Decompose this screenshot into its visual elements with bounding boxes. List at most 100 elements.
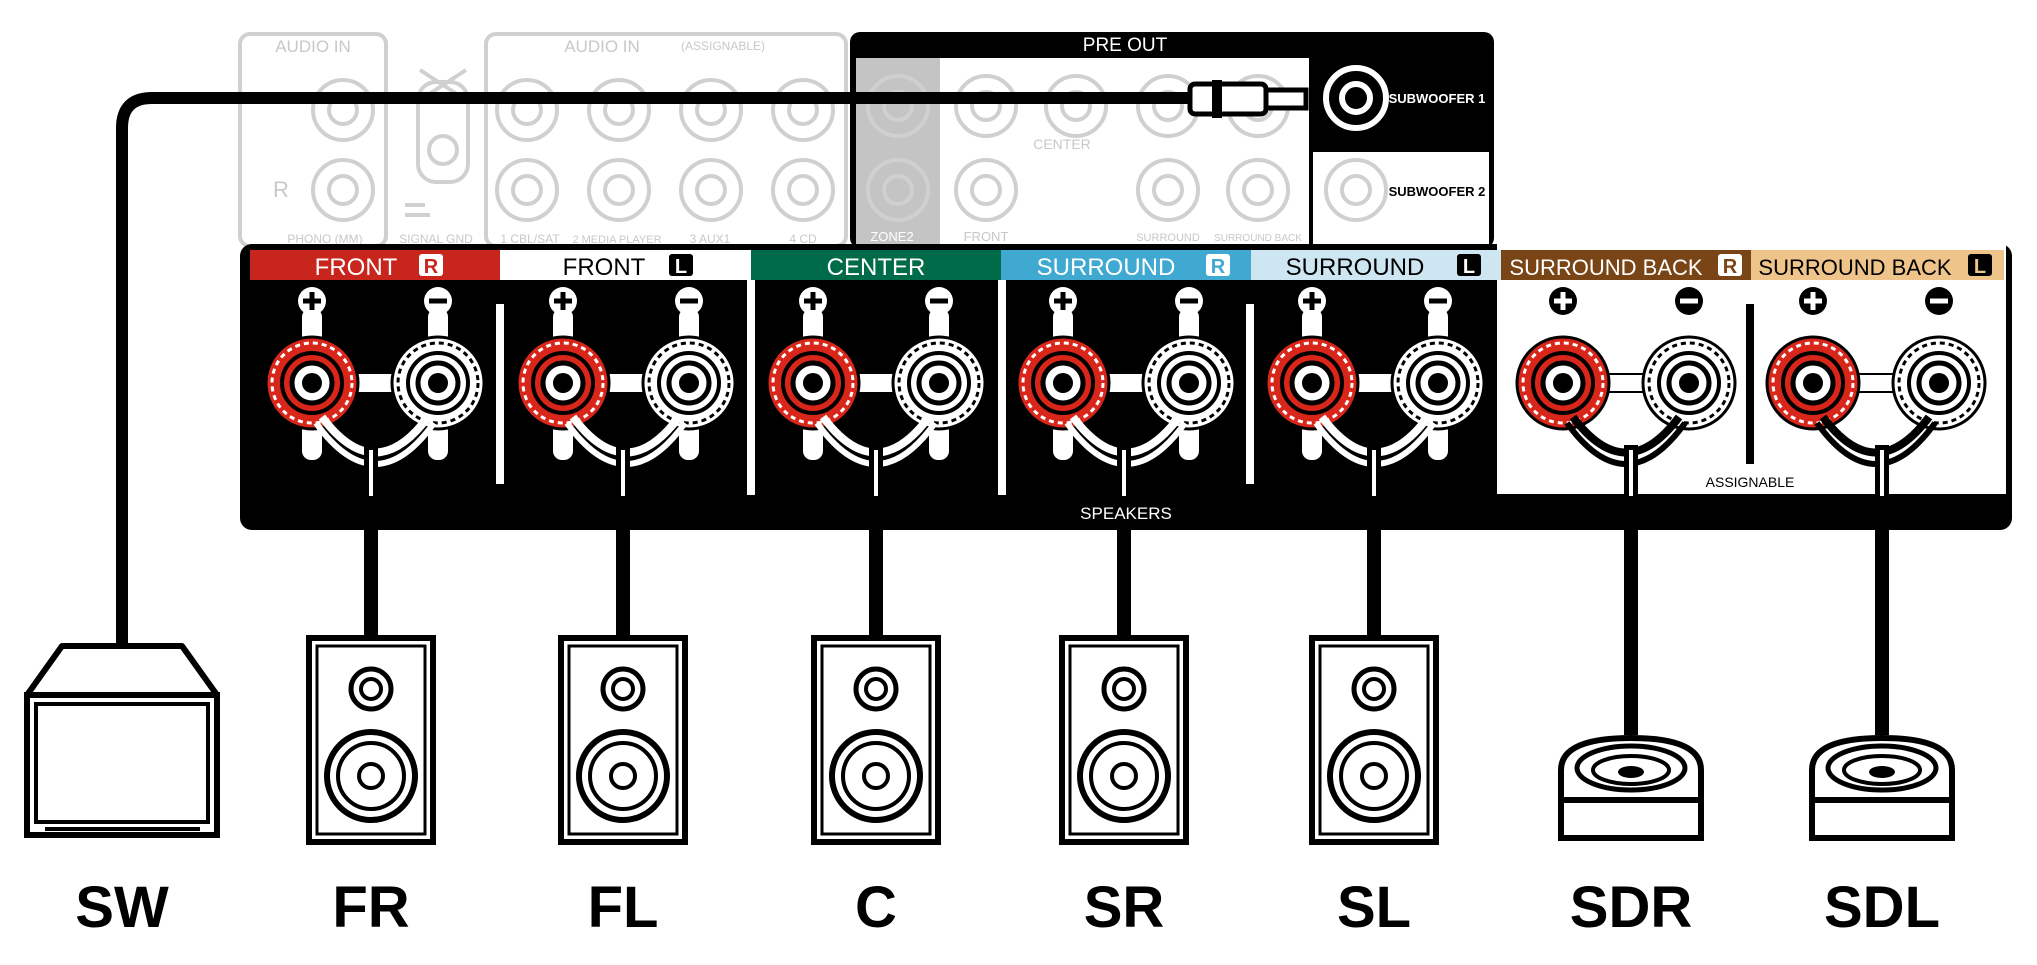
label-sr: SR xyxy=(1084,875,1165,940)
plus-icon xyxy=(1049,287,1077,315)
bookshelf-speaker-icon xyxy=(811,635,941,845)
signal-gnd-label: SIGNAL GND xyxy=(399,232,473,246)
minus-icon xyxy=(1424,287,1452,315)
speaker-wire xyxy=(1624,445,1638,735)
label-c: C xyxy=(855,875,897,940)
header-center xyxy=(751,250,1001,280)
label-sdl: SDL xyxy=(1824,875,1940,940)
header-label-front-r: FRONT xyxy=(315,254,398,281)
input-label-1: 1 CBL/SAT xyxy=(500,232,560,246)
negative-terminal xyxy=(891,308,987,460)
speakers-label: SPEAKERS xyxy=(1080,504,1172,523)
positive-terminal xyxy=(1765,308,1861,460)
assignable-tag: (ASSIGNABLE) xyxy=(681,39,765,53)
minus-icon xyxy=(675,287,703,315)
assignable-label: ASSIGNABLE xyxy=(1706,474,1795,490)
zone2-zone xyxy=(856,58,940,244)
positive-terminal xyxy=(264,308,360,460)
header-label-surround-back-r: SURROUND BACK xyxy=(1509,255,1702,280)
header-label-surround-r: SURROUND xyxy=(1037,254,1176,281)
rca-plug-icon xyxy=(1187,81,1269,117)
input-label-3: 3 AUX1 xyxy=(690,232,731,246)
badge-front-l: L xyxy=(675,256,687,278)
pre-out-surround-label: SURROUND xyxy=(1136,232,1200,244)
speaker-wire xyxy=(1117,445,1131,640)
negative-terminal xyxy=(1641,308,1737,460)
label-fr: FR xyxy=(332,875,409,940)
badge-surround-back-r: R xyxy=(1723,256,1738,278)
pre-out-front-label: FRONT xyxy=(964,229,1009,244)
dome-speaker-icon xyxy=(1558,735,1704,841)
plus-icon xyxy=(549,287,577,315)
speaker-wire xyxy=(1875,445,1889,735)
negative-terminal xyxy=(641,308,737,460)
negative-terminal xyxy=(390,308,486,460)
header-label-surround-l: SURROUND xyxy=(1286,254,1425,281)
positive-terminal xyxy=(515,308,611,460)
minus-icon xyxy=(424,287,452,315)
minus-icon xyxy=(1925,287,1953,315)
label-sl: SL xyxy=(1337,875,1411,940)
negative-terminal xyxy=(1891,308,1987,460)
speaker-terminals xyxy=(264,287,1987,460)
side-badges: R L R L R L xyxy=(419,254,1992,278)
audio-in-assignable-label: AUDIO IN xyxy=(564,37,640,56)
dome-speaker-icon xyxy=(1809,735,1955,841)
plus-icon xyxy=(298,287,326,315)
negative-terminal xyxy=(1390,308,1486,460)
speaker-abbreviations: SW FR FL C SR SL SDR SDL xyxy=(75,875,1940,940)
speaker-wire xyxy=(616,445,630,640)
header-front-r xyxy=(250,250,500,280)
header-surround-back-r xyxy=(1501,250,1751,280)
bookshelf-speaker-icon xyxy=(306,635,436,845)
positive-terminal xyxy=(1515,308,1611,460)
speaker-wire xyxy=(869,445,883,640)
plus-icon xyxy=(1298,287,1326,315)
pre-out-center-label: CENTER xyxy=(1033,136,1091,152)
input-label-2: 2 MEDIA PLAYER xyxy=(572,234,661,246)
label-sw: SW xyxy=(75,875,169,940)
phono-label: PHONO (MM) xyxy=(287,232,362,246)
r-mark: R xyxy=(273,177,289,202)
label-fl: FL xyxy=(588,875,659,940)
plus-icon xyxy=(1549,287,1577,315)
plus-icon xyxy=(1799,287,1827,315)
header-front-l xyxy=(500,250,751,280)
pre-out-surround-back-label: SURROUND BACK xyxy=(1214,233,1302,244)
speakers xyxy=(24,635,1955,845)
audio-in-label: AUDIO IN xyxy=(275,37,351,56)
input-label-4: 4 CD xyxy=(789,232,817,246)
badge-surround-l: L xyxy=(1463,256,1475,278)
pre-out-panel xyxy=(850,32,1494,248)
faded-input-panel xyxy=(238,32,848,248)
minus-icon xyxy=(1675,287,1703,315)
plus-icon xyxy=(799,287,827,315)
badge-front-r: R xyxy=(424,256,439,278)
subwoofer-icon xyxy=(24,643,220,838)
subwoofer2-label: SUBWOOFER 2 xyxy=(1389,184,1486,199)
header-label-front-l: FRONT xyxy=(563,254,646,281)
channel-dividers xyxy=(496,280,1754,495)
pre-out-title: PRE OUT xyxy=(1083,35,1168,56)
speaker-wire xyxy=(364,445,378,640)
speaker-wire xyxy=(1367,445,1381,640)
negative-terminal xyxy=(1141,308,1237,460)
speaker-wires xyxy=(313,414,1938,735)
positive-terminal xyxy=(1015,308,1111,460)
subwoofer-cable xyxy=(116,80,1309,648)
bookshelf-speaker-icon xyxy=(1059,635,1189,845)
badge-surround-back-l: L xyxy=(1974,256,1986,278)
ground-screw-icon xyxy=(405,68,470,217)
channel-headers xyxy=(250,250,2004,280)
header-label-surround-back-l: SURROUND BACK xyxy=(1758,255,1951,280)
header-label-center: CENTER xyxy=(827,254,926,281)
header-surround-back-l xyxy=(1751,250,2004,280)
minus-icon xyxy=(925,287,953,315)
positive-terminal xyxy=(1264,308,1360,460)
subwoofer1-jack xyxy=(1323,65,1389,131)
badge-surround-r: R xyxy=(1211,256,1226,278)
bookshelf-speaker-icon xyxy=(558,635,688,845)
pre-out-zone2-label: ZONE2 xyxy=(870,229,913,244)
input-jacks xyxy=(311,78,835,222)
